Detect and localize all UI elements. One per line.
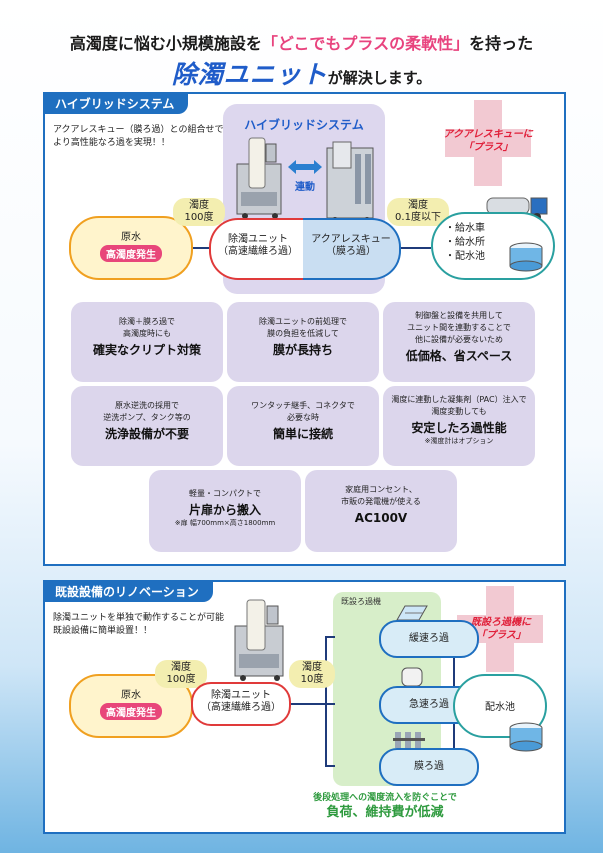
headline-post: を持った (469, 34, 534, 53)
raw-water-source: 原水 高濁度発生 (69, 216, 193, 280)
hybrid-plus-label: アクアレスキューに 「プラス」 (443, 129, 533, 153)
membrane-filter-icon (393, 732, 425, 748)
renovation-panel-title: 既設設備のリノベーション (45, 582, 213, 602)
link-label: 連動 (295, 182, 315, 193)
turbidity-unit-machine-icon (236, 137, 282, 219)
hybrid-panel-title: ハイブリッドシステム (45, 94, 189, 114)
turbidity-unit-machine-icon (234, 599, 284, 681)
unit-capsule: 除濁ユニット （高速繊維ろ過） (191, 682, 291, 726)
filter-membrane: 膜ろ過 (379, 748, 479, 786)
flow-line (325, 636, 335, 638)
flow-line (291, 703, 325, 705)
hybrid-inner-title: ハイブリッドシステム (244, 118, 364, 132)
hybrid-note: アクアレスキュー（膜ろ過）との組合せで より高性能なろ過を実現！！ (53, 125, 224, 148)
unit-capsule-half: 除濁ユニット （高速繊維ろ過） (209, 218, 305, 280)
headline-pre: 高濁度に悩む小規模施設を (69, 34, 262, 53)
flow-line (189, 247, 209, 249)
raw-water-source: 原水 高濁度発生 (69, 674, 193, 738)
feature-card-compact: 軽量・コンパクトで 片扉から搬入 ※扉 幅700mm×高さ1800mm (149, 470, 301, 552)
hybrid-panel: ハイブリッドシステム アクアレスキュー（膜ろ過）との組合せで より高性能なろ過を… (43, 92, 566, 566)
headline-highlight: 「どこでもプラスの柔軟性」 (261, 34, 470, 53)
renovation-benefit: 後段処理への濁度流入を防ぐことで 負荷、維持費が低減 (313, 793, 457, 820)
rapid-filter-tank-icon (401, 667, 423, 687)
plus-cross-icon (445, 100, 531, 186)
high-turbidity-tag: 高濁度発生 (100, 245, 162, 262)
feature-card-stable: 濁度に連動した凝集剤（PAC）注入で 濁度変動しても 安定したろ過性能 ※濁度計… (383, 386, 535, 466)
link-arrow-icon (288, 160, 322, 174)
aqua-capsule-half: アクアレスキュー （膜ろ過） (303, 218, 401, 280)
flow-line (325, 636, 327, 766)
headline-line1: 高濁度に悩む小規模施設を「どこでもプラスの柔軟性」を持った (0, 30, 603, 54)
renovation-plus-label: 既設ろ過機に 「プラス」 (471, 617, 531, 641)
high-turbidity-tag: 高濁度発生 (100, 703, 162, 720)
feature-card-low-cost: 制御盤と設備を共用して ユニット間を連動することで 他に設備が必要ないため 低価… (383, 302, 535, 382)
feature-card-crypto: 除濁＋膜ろ過で 高濁度時にも 確実なクリプト対策 (71, 302, 223, 382)
headline-solves: が解決します。 (327, 69, 432, 87)
aqua-rescue-machine-icon (326, 141, 374, 223)
existing-filter-label: 既設ろ過機 (341, 597, 381, 606)
renovation-panel: 既設設備のリノベーション 除濁ユニットを単独で動作することが可能 既設設備に簡単… (43, 580, 566, 834)
flow-line (325, 765, 335, 767)
flow-line (325, 703, 335, 705)
headline-product: 除濁ユニット (171, 60, 328, 89)
feature-card-no-wash: 原水逆洗の採用で 逆洗ポンプ、タンク等の 洗浄設備が不要 (71, 386, 223, 466)
water-tank-icon (509, 722, 543, 752)
water-tank-icon (509, 242, 543, 272)
headline-line2: 除濁ユニットが解決します。 (0, 55, 603, 91)
feature-card-membrane-life: 除濁ユニットの前処理で 膜の負担を低減して 膜が長持ち (227, 302, 379, 382)
feature-card-ac100v: 家庭用コンセント、 市販の発電機が使える AC100V (305, 470, 457, 552)
turbidity-out-badge: 濁度 10度 (289, 660, 335, 688)
feature-card-easy-connect: ワンタッチ継手、コネクタで 必要な時 簡単に接続 (227, 386, 379, 466)
turbidity-out-badge: 濁度 0.1度以下 (387, 198, 449, 226)
turbidity-in-badge: 濁度 100度 (173, 198, 225, 226)
turbidity-in-badge: 濁度 100度 (155, 660, 207, 688)
water-truck-icon (486, 197, 548, 221)
filter-slow: 緩速ろ過 (379, 620, 479, 658)
flow-line (401, 247, 431, 249)
renovation-note: 除濁ユニットを単独で動作することが可能 既設設備に簡単設置！！ (53, 613, 225, 636)
